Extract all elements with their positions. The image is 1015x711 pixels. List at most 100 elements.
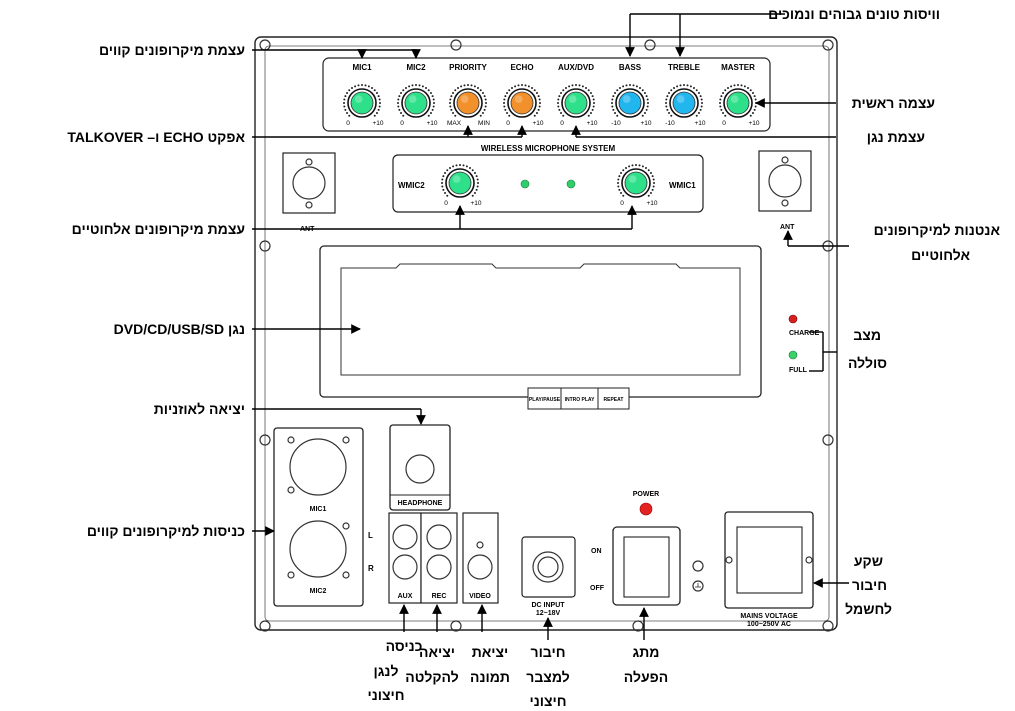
- aux-r-jack[interactable]: [392, 554, 418, 580]
- screw-icon: [259, 620, 271, 632]
- ground-screw-icon: [692, 560, 704, 572]
- knob-cap-icon: [350, 91, 374, 115]
- callout-player: נגן DVD/CD/USB/SD: [114, 321, 245, 337]
- xlr-mic2-jack[interactable]: [289, 520, 347, 578]
- callout-power-1: מתג: [633, 644, 660, 660]
- knob-cap-icon: [456, 91, 480, 115]
- callout-video-out-2: תמונה: [470, 669, 510, 685]
- callout-labels: וויסות טונים גבוהים ונמוכים עצמת מיקרופו…: [67, 6, 1000, 709]
- connector-icon: [768, 164, 802, 198]
- dc-input-jack[interactable]: [532, 551, 564, 583]
- screw-icon: [259, 434, 271, 446]
- video-jack[interactable]: [467, 554, 493, 580]
- screw-icon: [644, 39, 656, 51]
- knob-treble[interactable]: [665, 84, 703, 118]
- knob-cap-icon: [564, 91, 588, 115]
- callout-video-out-1: יציאת: [472, 644, 509, 660]
- knob-mic2[interactable]: [397, 84, 435, 118]
- dc-input-block: DC INPUT 12~18V: [521, 536, 576, 617]
- repeat-button[interactable]: REPEAT: [604, 397, 624, 403]
- wireless-led-1: [520, 179, 530, 189]
- headphone-jack-block: HEADPHONE: [389, 424, 451, 511]
- callout-power-2: הפעלה: [624, 669, 668, 685]
- knob-max-label: +10: [694, 120, 705, 127]
- knob-label: BASS: [619, 63, 642, 72]
- off-label: OFF: [590, 585, 605, 592]
- knob-echo[interactable]: [503, 84, 541, 118]
- callout-mains-3: לחשמל: [845, 601, 892, 617]
- knob-max-label: +10: [748, 120, 759, 127]
- knob-wmic1[interactable]: [617, 164, 655, 198]
- mic2-jack-label: MIC2: [310, 588, 327, 595]
- callout-lines: [252, 13, 849, 640]
- screw-icon: [822, 434, 834, 446]
- power-switch[interactable]: [612, 526, 681, 606]
- knob-aux-dvd[interactable]: [557, 84, 595, 118]
- charge-led: [788, 314, 798, 324]
- knob-max-label: +10: [372, 120, 383, 127]
- callout-main-volume: עצמה ראשית: [852, 95, 935, 111]
- aux-l-jack[interactable]: [392, 524, 418, 550]
- knob-bass[interactable]: [611, 84, 649, 118]
- knob-min-label: 0: [560, 120, 564, 127]
- knob-min-label: MAX: [447, 120, 462, 127]
- knob-cap-icon: [618, 91, 642, 115]
- callout-aux-in-1: כניסה: [386, 638, 423, 654]
- knob-master[interactable]: [719, 84, 757, 118]
- callout-mains-2: חיבור: [852, 577, 887, 593]
- play-pause-button[interactable]: PLAY/PAUSE: [529, 397, 561, 403]
- wmic2-label: WMIC2: [398, 181, 425, 190]
- aux-label: AUX: [398, 593, 413, 600]
- screw-icon: [259, 240, 271, 252]
- knob-min-label: -10: [611, 120, 621, 127]
- knob-priority[interactable]: [449, 84, 487, 118]
- mains-socket[interactable]: [736, 526, 803, 594]
- knob-cap-icon: [672, 91, 696, 115]
- player-buttons: PLAY/PAUSE INTRO PLAY REPEAT: [527, 387, 630, 410]
- knob-cap-icon: [510, 91, 534, 115]
- knob-min-label: 0: [346, 120, 350, 127]
- callout-dc-1: חיבור: [531, 644, 566, 660]
- rec-label: REC: [432, 593, 447, 600]
- wired-mic-inputs: MIC1 MIC2: [273, 427, 364, 607]
- r-label: R: [368, 564, 374, 573]
- mains-range-label: 100~250V AC: [747, 621, 791, 628]
- rec-l-jack[interactable]: [426, 524, 452, 550]
- callout-rec-out-2: להקלטה: [405, 669, 458, 685]
- wireless-title: WIRELESS MICROPHONE SYSTEM: [481, 144, 616, 153]
- ant-right-label: ANT: [780, 224, 795, 231]
- knob-max-label: +10: [640, 120, 651, 127]
- knob-min-label: 0: [722, 120, 726, 127]
- rec-r-jack[interactable]: [426, 554, 452, 580]
- mains-label: MAINS VOLTAGE: [740, 613, 798, 620]
- wireless-section: [392, 154, 704, 213]
- callout-antennas-2: אלחוטיים: [911, 247, 970, 263]
- headphone-jack[interactable]: [405, 454, 435, 484]
- intro-play-button[interactable]: INTRO PLAY: [565, 397, 595, 403]
- knob-min-label: -10: [665, 120, 675, 127]
- antenna-jack-left[interactable]: [282, 152, 336, 214]
- callout-wireless-volume: עצמת מיקרופונים אלחוטיים: [72, 221, 245, 237]
- knob-mic1[interactable]: [343, 84, 381, 118]
- knob-cap-icon: [404, 91, 428, 115]
- player-display: [319, 245, 762, 398]
- knob-min-label: 0: [444, 200, 448, 207]
- knob-max-label: +10: [470, 200, 481, 207]
- antenna-jack-right[interactable]: [758, 150, 812, 212]
- knob-min-label: 0: [506, 120, 510, 127]
- knob-label: TREBLE: [668, 63, 701, 72]
- knob-min-label: 0: [620, 200, 624, 207]
- screw-icon: [450, 39, 462, 51]
- knob-max-label: MIN: [478, 120, 490, 127]
- charge-label: CHARGE: [789, 330, 820, 337]
- knob-cap-icon: [448, 171, 472, 195]
- knob-wmic2[interactable]: [441, 164, 479, 198]
- mains-socket-block: MAINS VOLTAGE 100~250V AC: [724, 511, 814, 628]
- callout-dc-2: למצבר: [526, 669, 569, 685]
- screw-icon: [450, 620, 462, 632]
- dc-input-label: DC INPUT: [531, 602, 565, 609]
- xlr-mic1-jack[interactable]: [289, 438, 347, 496]
- knob-label: MIC2: [406, 63, 426, 72]
